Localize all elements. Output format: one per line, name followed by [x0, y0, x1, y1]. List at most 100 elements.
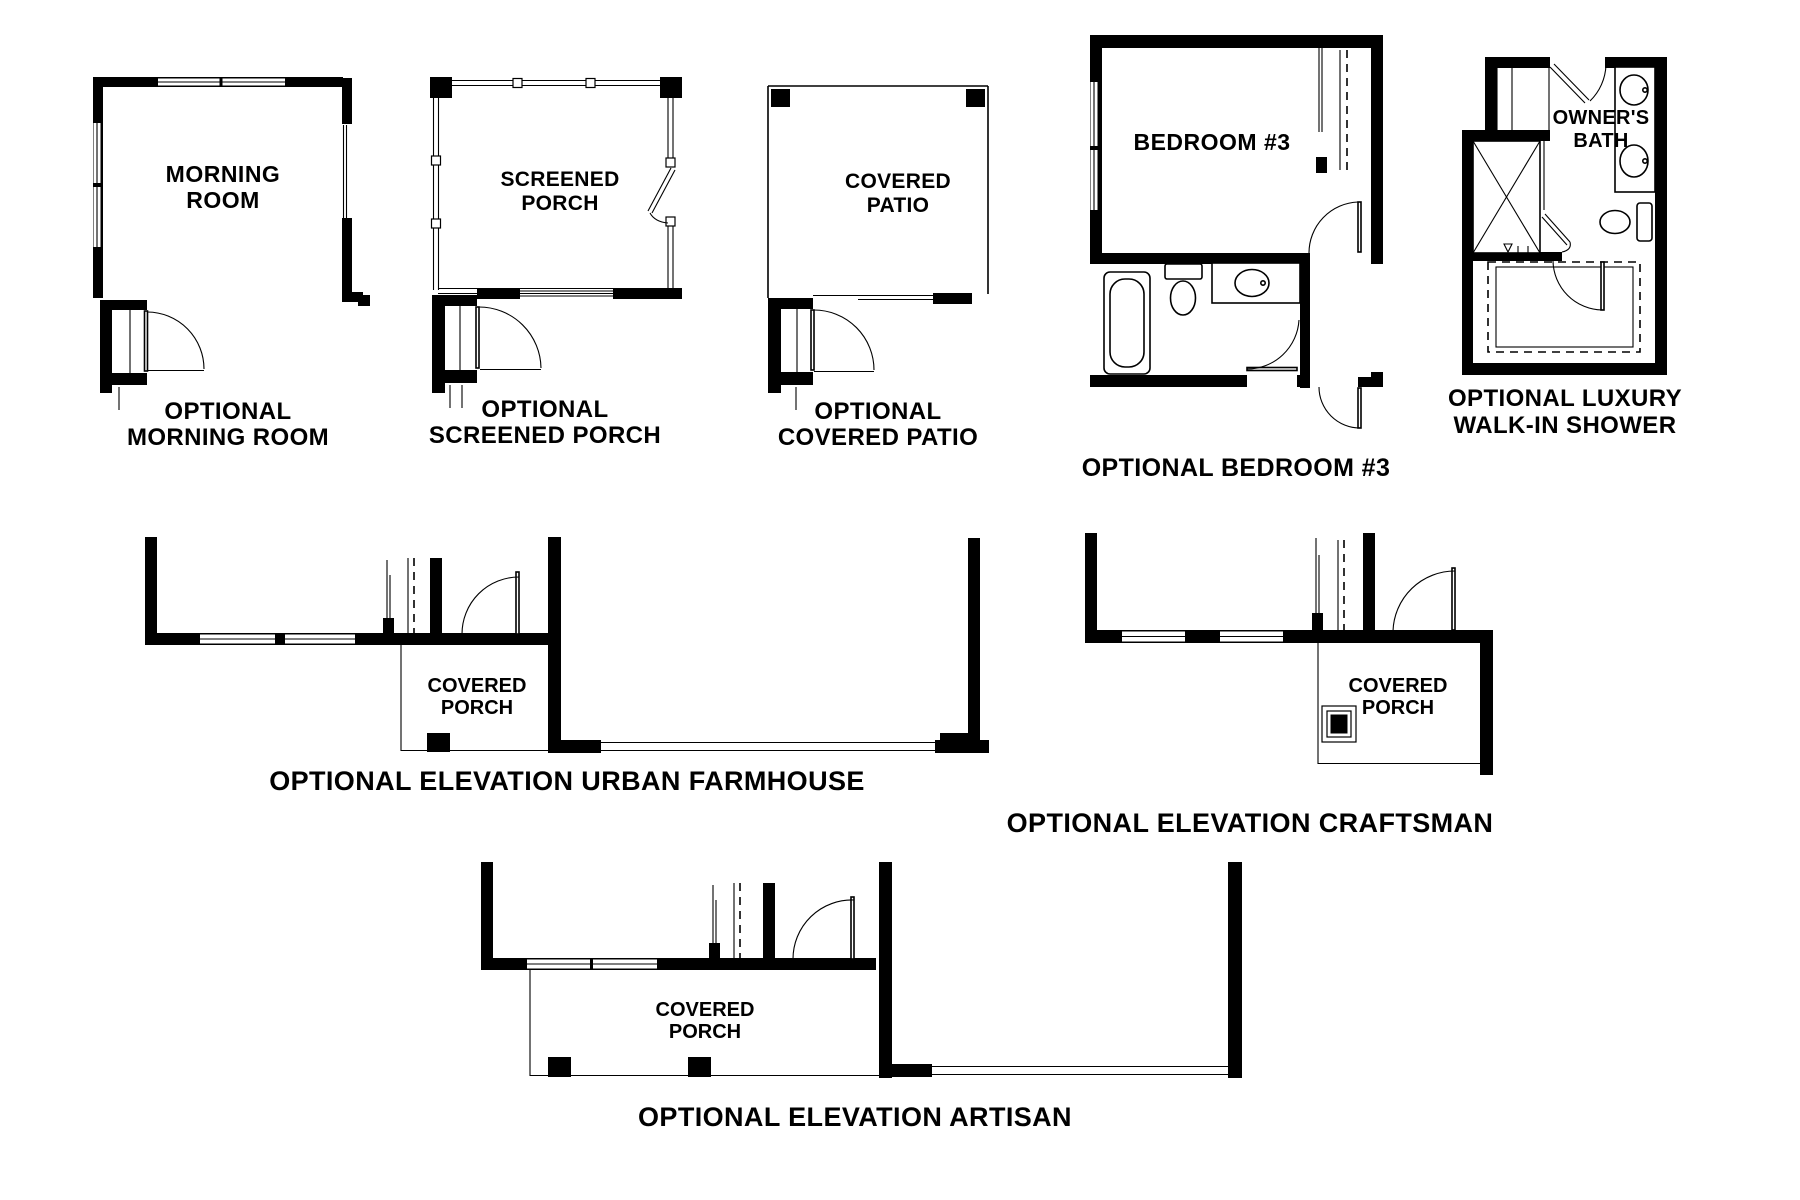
entry-door	[461, 571, 520, 635]
room-label-line2: ROOM	[186, 187, 260, 213]
hall-door	[1318, 386, 1362, 429]
shower-head-mark	[1503, 243, 1513, 254]
door-leaf	[515, 571, 520, 635]
wall	[145, 537, 561, 753]
caption-line2: WALK-IN SHOWER	[1454, 412, 1677, 439]
door-leaf	[1357, 387, 1362, 429]
screen-mullion	[430, 77, 676, 229]
elevation-artisan-plan: COVERED PORCH OPTIONAL ELEVATION ARTISAN	[481, 862, 1242, 1132]
porch-post	[427, 733, 450, 752]
covered-patio-plan: COVERED PATIO OPTIONAL COVERED PATIO	[767, 85, 989, 451]
window	[93, 77, 348, 247]
window	[200, 634, 355, 644]
room-label: BEDROOM #3	[1133, 129, 1290, 155]
caption-line1: OPTIONAL	[814, 398, 941, 425]
side-window-band	[892, 1064, 1228, 1077]
window	[527, 958, 657, 970]
screen-door	[647, 167, 676, 224]
shower-door	[1541, 213, 1571, 253]
dressing-area	[1487, 261, 1641, 353]
porch-post	[688, 1057, 711, 1077]
room-label-line1: OWNER'S	[1553, 107, 1650, 129]
porch-label-line1: COVERED	[1349, 675, 1448, 697]
caption-line2: MORNING ROOM	[127, 424, 329, 451]
caption-line1: OPTIONAL	[164, 398, 291, 425]
covered-porch	[1317, 643, 1480, 765]
wall	[940, 533, 1493, 775]
door-leaf	[1451, 567, 1456, 631]
room-label-line1: COVERED	[845, 170, 951, 193]
screened-porch-plan: SCREENED PORCH OPTIONAL SCREENED PORCH	[358, 77, 682, 449]
patio-outline	[767, 85, 989, 301]
covered-porch	[529, 970, 879, 1077]
side-window-band	[561, 740, 989, 753]
covered-porch	[400, 645, 548, 752]
vanity-sink-icon	[1614, 66, 1656, 193]
vanity-sink-icon	[1211, 262, 1301, 304]
entry-sidelite	[383, 558, 442, 645]
room-label-line2: PORCH	[521, 192, 598, 215]
optional-extent-dashed	[1487, 261, 1641, 353]
elevation-craftsman-plan: COVERED PORCH OPTIONAL ELEVATION CRAFTSM…	[940, 533, 1494, 838]
corner-post	[771, 89, 985, 107]
door-leaf	[850, 896, 855, 960]
wall	[1462, 57, 1667, 375]
porch-label-line2: PORCH	[441, 697, 513, 719]
door-swing-arc	[1246, 319, 1300, 370]
door-swing-arc	[1552, 260, 1603, 311]
closet	[1496, 68, 1550, 130]
door-swing-arc	[1392, 570, 1456, 632]
entry-door	[1392, 567, 1456, 632]
morning-room-plan: MORNING ROOM OPTIONAL MORNING ROOM	[93, 77, 363, 451]
door-leaf	[1600, 261, 1605, 311]
entry-sidelite	[1312, 533, 1375, 643]
walk-in-shower-icon	[1472, 140, 1545, 254]
entry-door	[792, 896, 855, 960]
entry-door	[1549, 63, 1607, 104]
caption: OPTIONAL ELEVATION ARTISAN	[638, 1102, 1072, 1132]
corner-post	[430, 77, 682, 98]
caption: OPTIONAL ELEVATION CRAFTSMAN	[1007, 808, 1494, 838]
wall	[481, 862, 1242, 1078]
room-label-line1: MORNING	[166, 161, 281, 187]
toilet-icon	[1164, 263, 1203, 316]
caption: OPTIONAL ELEVATION URBAN FARMHOUSE	[269, 766, 865, 796]
door-swing-arc	[649, 212, 669, 224]
bathtub-icon	[1103, 271, 1151, 375]
bath-door	[1246, 319, 1300, 372]
door-leaf	[810, 309, 815, 371]
door-swing-arc	[461, 576, 520, 635]
caption-line2: COVERED PATIO	[778, 424, 978, 451]
caption: OPTIONAL BEDROOM #3	[1082, 454, 1391, 482]
caption-line2: SCREENED PORCH	[429, 422, 661, 449]
entry-sidelite	[709, 883, 775, 970]
door-leaf	[143, 310, 149, 372]
door-swing-arc	[1561, 241, 1571, 253]
owners-bath-plan: OWNER'S BATH OPTIONAL LUXURY WALK-IN SHO…	[1448, 57, 1682, 439]
caption-line1: OPTIONAL LUXURY	[1448, 385, 1682, 412]
door-swing-arc	[813, 309, 875, 371]
window	[1122, 631, 1283, 642]
door-leaf	[475, 306, 480, 369]
door-swing-arc	[478, 306, 542, 369]
window	[1090, 82, 1098, 210]
room-label-line2: PATIO	[867, 194, 930, 217]
door-swing-arc	[792, 899, 855, 960]
room-label-line1: SCREENED	[500, 168, 619, 191]
porch-label-line1: COVERED	[428, 675, 527, 697]
room-label-line2: BATH	[1573, 130, 1628, 152]
porch-label-line2: PORCH	[669, 1021, 741, 1043]
caption-line1: OPTIONAL	[481, 396, 608, 423]
house-wall	[358, 288, 682, 408]
house-wall	[768, 293, 972, 410]
door-swing-arc	[1589, 64, 1607, 102]
door-swing-arc	[1318, 386, 1361, 429]
screen-wall	[432, 79, 674, 295]
porch-post	[548, 1057, 571, 1077]
closet	[1316, 46, 1348, 173]
door-swing-arc	[147, 311, 205, 370]
entry-door	[100, 300, 205, 410]
elevation-urban-farmhouse-plan: COVERED PORCH OPTIONAL ELEVATION URBAN F…	[145, 537, 989, 796]
porch-label-line1: COVERED	[656, 999, 755, 1021]
